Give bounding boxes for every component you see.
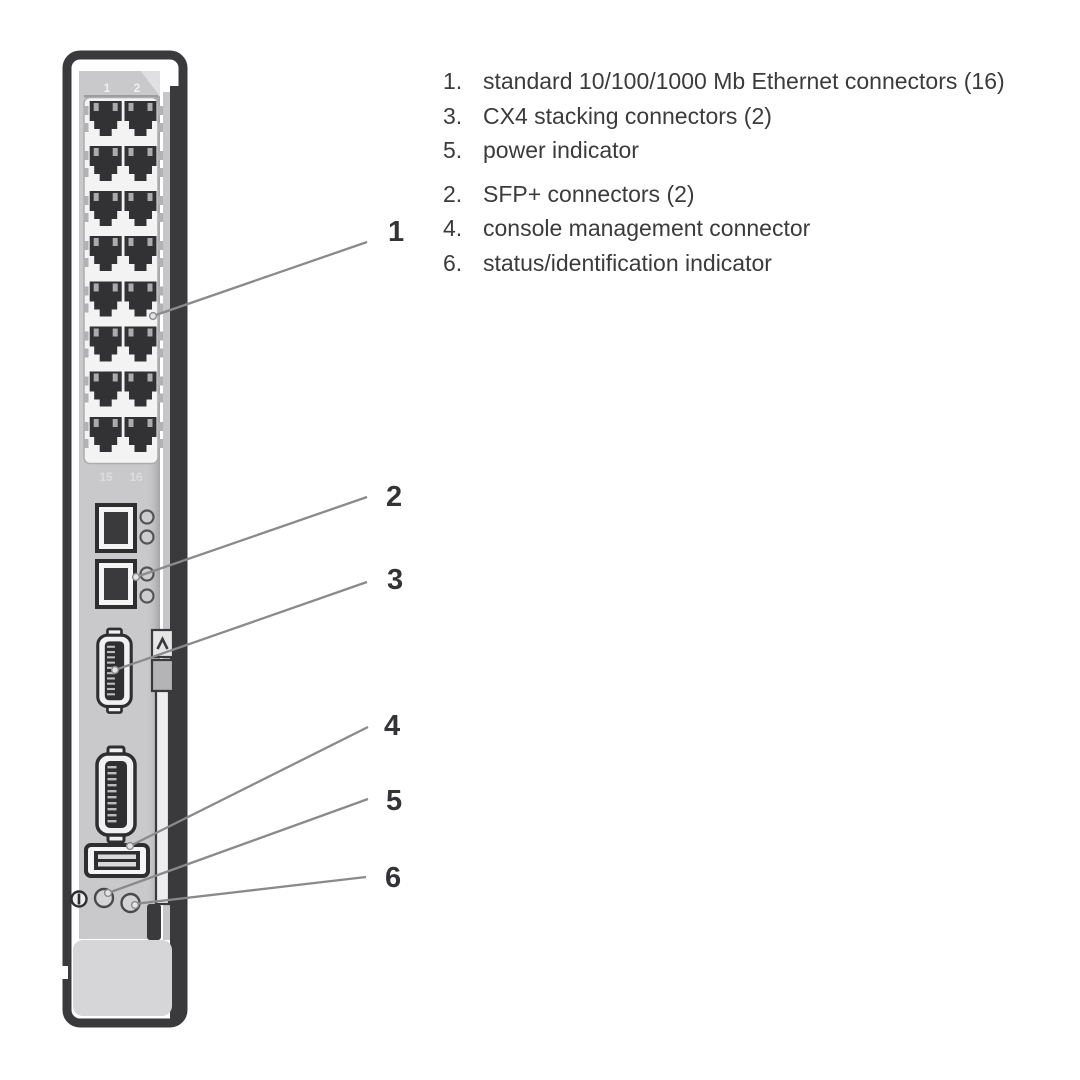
power-symbol-icon [70,890,88,908]
up-arrow-icon [156,636,169,650]
legend-item-label: status/identification indicator [483,249,772,276]
legend-item-label: power indicator [483,137,639,164]
legend-item-label: SFP+ connectors (2) [483,180,695,207]
legend-item-label: console management connector [483,215,811,242]
legend-item: 3. CX4 stacking connectors (2) [443,99,1063,134]
device-shell [62,50,188,1028]
legend-item: 2. SFP+ connectors (2) [443,177,1063,212]
callout-number-6: 6 [385,862,401,894]
port-label-16: 16 [129,470,143,484]
port-label-2: 2 [134,81,141,95]
callout-number-1: 1 [388,216,404,248]
legend-item-number: 3. [443,102,463,129]
port-label-1: 1 [104,81,111,95]
release-latch [147,628,175,940]
inner-right-wall [170,86,180,1020]
legend-item: 1. standard 10/100/1000 Mb Ethernet conn… [443,64,1063,99]
callout-number-4: 4 [384,710,400,742]
callout-number-2: 2 [386,481,402,513]
callout-line-6 [133,875,367,906]
bevel-highlight [141,71,160,96]
cx4-connector-2 [95,745,137,844]
legend-item-number: 5. [443,137,463,164]
device-outline [62,50,188,1028]
callout-number-3: 3 [387,564,403,596]
callout-line-1 [152,240,368,318]
port-label-15: 15 [99,470,113,484]
sfp-leds [139,509,155,604]
legend-item-label: standard 10/100/1000 Mb Ethernet connect… [483,68,1005,94]
callout-line-4 [129,725,369,848]
left-edge-notch [60,966,68,979]
legend-group-odd: 1. standard 10/100/1000 Mb Ethernet conn… [443,64,1063,168]
legend-item-number: 4. [443,215,463,242]
sfp-port-1 [95,503,137,553]
console-connector [84,843,150,878]
sfp-port-2 [95,559,137,609]
callout-lines [107,240,369,906]
legend-item: 4. console management connector [443,211,1063,246]
legend: 1. standard 10/100/1000 Mb Ethernet conn… [443,64,1063,290]
callout-end-dots [103,311,158,910]
release-handle [73,940,172,1016]
callout-line-2 [135,495,368,579]
legend-item: 6. status/identification indicator [443,246,1063,281]
legend-group-even: 2. SFP+ connectors (2) 4. console manage… [443,177,1063,281]
legend-item: 5. power indicator [443,133,1063,168]
callout-line-5 [107,797,369,895]
legend-item-number: 6. [443,249,463,276]
callout-line-3 [114,580,368,672]
inner-shading-strip [163,92,170,940]
legend-item-number: 2. [443,180,463,207]
legend-item-label: CX4 stacking connectors (2) [483,102,772,129]
legend-item-number: 1. [443,68,463,94]
callout-number-5: 5 [386,785,402,817]
